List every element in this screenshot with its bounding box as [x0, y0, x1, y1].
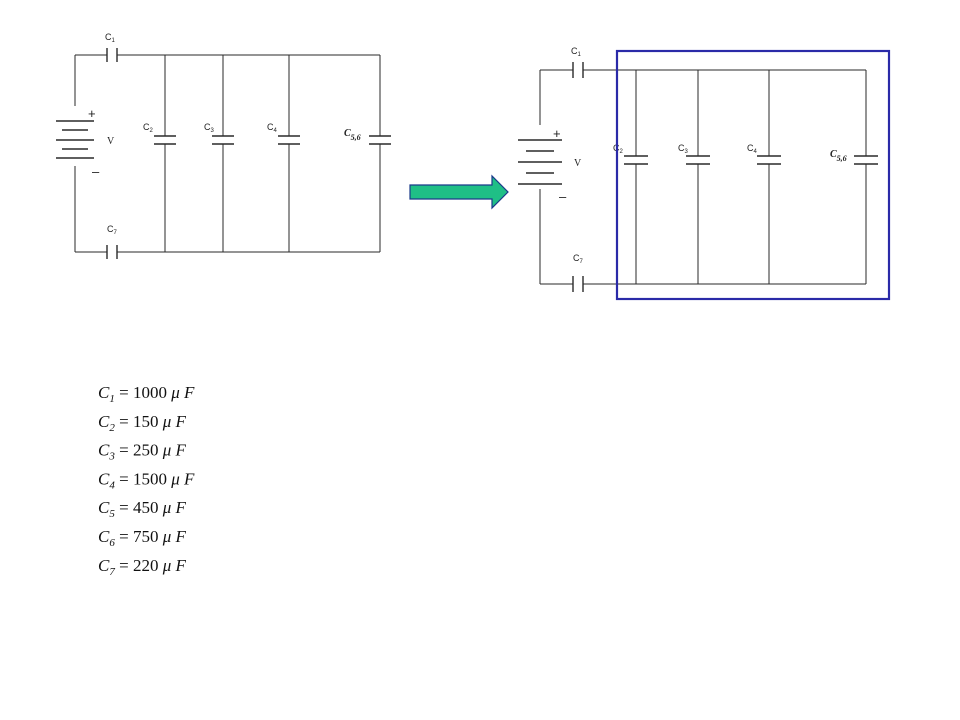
capacitor-c3-right: [686, 155, 710, 165]
capacitor-c4-right: [757, 155, 781, 165]
capacitance-value-row: C4 = 1500 μ F: [98, 469, 195, 491]
capacitance-values-list: C1 = 1000 μ F C2 = 150 μ F C3 = 250 μ F C4 …: [98, 383, 195, 578]
capacitor-c2-right: [624, 155, 648, 165]
capacitor-c1-right: [572, 62, 584, 78]
label-c1-left: C1: [105, 32, 116, 44]
capacitor-c1-left: [106, 48, 118, 62]
capacitance-value-row: C6 = 750 μ F: [98, 527, 186, 549]
capacitance-value-row: C2 = 150 μ F: [98, 412, 186, 434]
plus-sign-left: +: [88, 106, 96, 121]
battery-left: [56, 120, 94, 159]
capacitance-value-row: C3 = 250 μ F: [98, 441, 186, 463]
label-c4-right: C4: [747, 143, 758, 155]
capacitance-value-row: C1 = 1000 μ F: [98, 383, 195, 405]
capacitor-c3-left: [212, 135, 234, 145]
label-c1-right: C1: [571, 46, 582, 58]
label-c3-left: C3: [204, 122, 215, 134]
capacitor-c2-left: [154, 135, 176, 145]
capacitor-c4-left: [278, 135, 300, 145]
voltage-label-right: V: [574, 158, 582, 169]
transform-arrow: [409, 174, 509, 210]
label-c4-left: C4: [267, 122, 278, 134]
circuit-left: C1 C7 C2 C3 C4 C5,6: [56, 32, 391, 259]
capacitor-c7-left: [106, 245, 118, 259]
label-c2-right: C2: [613, 143, 624, 155]
circuit-right: C1 C7 C2 C3 C4 C5,6: [518, 46, 891, 301]
label-c7-left: C7: [107, 224, 118, 236]
minus-sign-left: –: [92, 164, 100, 179]
label-c56-left: C5,6: [344, 128, 361, 142]
label-c56-right: C5,6: [830, 149, 847, 163]
capacitance-value-row: C5 = 450 μ F: [98, 498, 186, 520]
battery-right: [518, 139, 562, 185]
capacitor-c7-right: [572, 276, 584, 292]
circuit-left-wires: [74, 54, 381, 253]
parallel-group-highlight-box: [615, 49, 891, 301]
label-c3-right: C3: [678, 143, 689, 155]
circuit-right-wires: [539, 69, 867, 285]
voltage-label-left: V: [107, 136, 115, 147]
capacitor-c56-left: [369, 135, 391, 145]
minus-sign-right: –: [559, 189, 567, 204]
capacitance-value-row: C7 = 220 μ F: [98, 556, 186, 578]
label-c2-left: C2: [143, 122, 154, 134]
label-c7-right: C7: [573, 253, 584, 265]
capacitor-c56-right: [854, 155, 878, 165]
plus-sign-right: +: [553, 126, 561, 141]
